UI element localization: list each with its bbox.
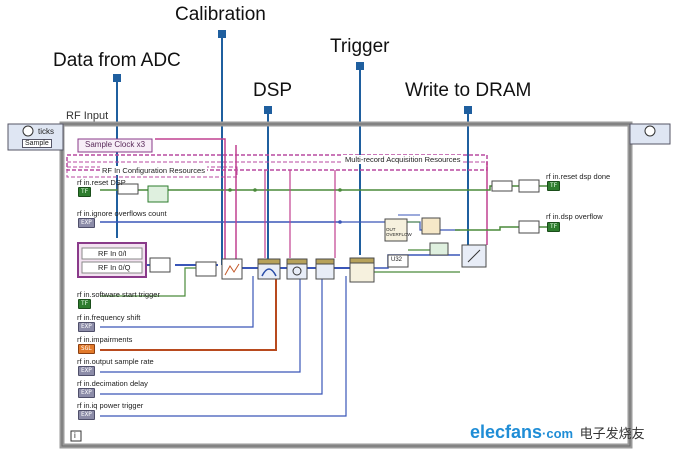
input-frequency-shift-terminal[interactable]: EXP	[78, 322, 95, 332]
watermark-cn: 电子发烧友	[579, 427, 645, 442]
output-reset-dsp-done-label: rf in.reset dsp done	[546, 172, 611, 181]
input-output-sample-rate-terminal[interactable]: EXP	[78, 366, 95, 376]
callout-dsp: DSP	[253, 80, 293, 101]
input-output-sample-rate-label: rf in.output sample rate	[77, 357, 154, 366]
callout-data-from-adc: Data from ADC	[53, 50, 181, 71]
input-iq-power-trigger-terminal[interactable]: EXP	[78, 410, 95, 420]
frame-title: RF Input	[66, 110, 109, 122]
u32-label: U32	[391, 257, 403, 263]
input-software-start-trigger-label: rf in.software start trigger	[77, 290, 160, 299]
output-dsp-overflow-terminal[interactable]: TF	[547, 222, 561, 232]
rf-in-i-label: RF In 0/I	[98, 249, 127, 258]
info-icon[interactable]: i	[74, 431, 76, 440]
input-software-start-trigger-terminal[interactable]: TF	[78, 299, 92, 309]
input-iq-power-trigger-label: rf in.iq power trigger	[77, 401, 144, 410]
input-decimation-delay-terminal[interactable]: EXP	[78, 388, 95, 398]
sample-clock-selector[interactable]: Sample Clock x3	[85, 140, 146, 149]
watermark-suffix: ·com	[542, 426, 574, 441]
input-frequency-shift-label: rf in.frequency shift	[77, 313, 141, 322]
multi-record-label: Multi-record Acquisition Resources	[343, 155, 463, 164]
overflow-label: OUT OVERFLOW	[386, 227, 412, 237]
watermark-brand: elecfans	[470, 422, 543, 442]
callout-write-to-dram: Write to DRAM	[405, 80, 532, 101]
callout-lines	[113, 30, 472, 268]
rf-in-q-label: RF In 0/Q	[98, 263, 131, 272]
sample-terminal-label: Sample	[22, 139, 52, 148]
input-impairments-terminal[interactable]: SGL	[78, 344, 95, 354]
output-dsp-overflow-label: rf in.dsp overflow	[546, 212, 603, 221]
ticks-label: ticks	[38, 127, 54, 136]
input-decimation-delay-label: rf in.decimation delay	[77, 379, 148, 388]
input-reset-dsp-terminal[interactable]: TF	[78, 187, 92, 197]
input-ignore-overflows-terminal[interactable]: EXP	[78, 218, 95, 228]
nodes	[77, 179, 540, 283]
callout-trigger: Trigger	[330, 36, 390, 57]
watermark: elecfans·com 电子发烧友	[470, 422, 645, 443]
input-impairments-label: rf in.impairments	[77, 335, 133, 344]
callout-calibration: Calibration	[175, 4, 266, 25]
input-reset-dsp-label: rf in.reset DSP	[77, 178, 126, 187]
output-reset-dsp-done-terminal[interactable]: TF	[547, 181, 561, 191]
rf-config-label: RF In Configuration Resources	[100, 166, 207, 175]
wires	[100, 138, 548, 417]
input-ignore-overflows-label: rf in.ignore overflows count	[77, 209, 167, 218]
